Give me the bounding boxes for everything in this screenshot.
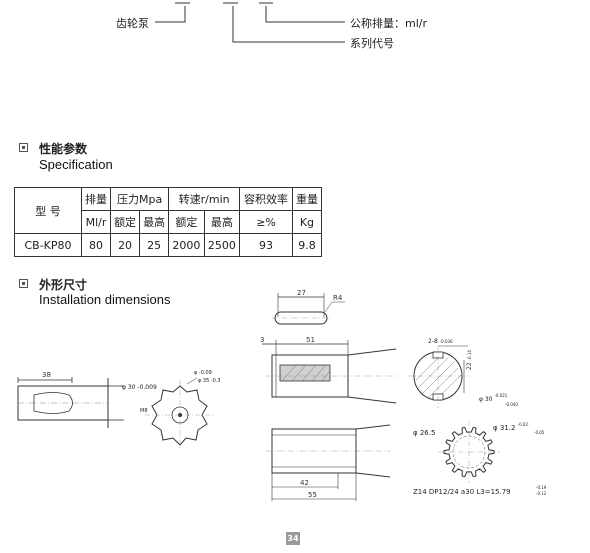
unit-displacement: Ml/r — [80, 210, 112, 234]
table-row: CB-KP80 80 20 25 2000 2500 93 9.8 — [14, 233, 323, 257]
install-section-marker-icon — [19, 279, 28, 288]
keyway-text: 2-8 — [428, 338, 438, 345]
unit-weight: Kg — [291, 210, 323, 234]
dim-3: 3 — [260, 336, 264, 344]
cell-model: CB-KP80 — [14, 233, 82, 257]
star-note-1: φ -0.09 — [194, 370, 212, 376]
spec-title-cn: 性能参数 — [39, 142, 88, 156]
header-speed: 转速r/min — [168, 187, 241, 211]
dim-r4: R4 — [333, 294, 343, 302]
star-note-2: φ 35 -0.3 — [198, 378, 221, 384]
model-code-lines — [155, 2, 345, 43]
cell-pressure-max: 25 — [139, 233, 170, 257]
dim-22-text: 22 — [466, 362, 473, 370]
left-dia-tol: -0.009 — [137, 384, 157, 391]
spec-title-en: Specification — [39, 157, 113, 172]
install-title-cn: 外形尺寸 — [39, 278, 88, 292]
unit-efficiency: ≥% — [239, 210, 293, 234]
sub-pressure-rated: 额定 — [110, 210, 141, 234]
header-efficiency: 容积效率 — [239, 187, 293, 211]
dia-30-text: φ 30 — [479, 396, 493, 403]
dia-30-tol-low: -0.040 — [505, 402, 518, 407]
cell-displacement: 80 — [80, 233, 112, 257]
spline-spec-text: Z14 DP12/24 a30 L3=15.79 — [413, 488, 511, 496]
spline-shaft-drawing: 42 55 — [266, 424, 391, 501]
dim-22-tol: -0.14 — [467, 350, 472, 361]
dia-31-2-tol-low: -0.05 — [534, 430, 545, 435]
left-shaft-drawing: 38 — [17, 371, 124, 428]
key-drawing: 27 R4 — [272, 289, 345, 325]
cell-efficiency: 93 — [239, 233, 293, 257]
dia-30-tol-up: -0.021 — [494, 393, 508, 398]
sub-pressure-max: 最高 — [139, 210, 170, 234]
spline-tol-up: -0.19 — [536, 485, 547, 490]
cell-pressure-rated: 20 — [110, 233, 141, 257]
dia-30-label: φ 30 -0.021 — [479, 393, 508, 403]
dim-38: 38 — [42, 371, 51, 379]
cell-speed-rated: 2000 — [168, 233, 205, 257]
dim-42: 42 — [300, 479, 309, 487]
sub-speed-rated: 额定 — [168, 210, 205, 234]
keyed-shaft-section-drawing — [408, 345, 470, 408]
displacement-label: 公称排量：ml/r — [350, 17, 427, 30]
dim-51: 51 — [306, 336, 315, 344]
left-dia-label: φ 30 -0.009 — [122, 384, 157, 391]
dim-22-label: 22 -0.14 — [466, 350, 473, 370]
spline-tol-low: -0.12 — [536, 491, 547, 496]
header-weight: 重量 — [291, 187, 323, 211]
keyway-tol: -0.036 — [439, 339, 453, 344]
header-pressure: 压力Mpa — [110, 187, 170, 211]
series-label: 系列代号 — [350, 37, 394, 50]
dia-26-5-label: φ 26.5 — [413, 429, 436, 437]
keyway-label: 2-8 -0.036 — [428, 338, 453, 345]
header-displacement: 排量 — [80, 187, 112, 211]
dia-31-2-tol-up: -0.02 — [517, 422, 529, 427]
dim-27: 27 — [297, 289, 306, 297]
dia-31-2-label: φ 31.2 -0.02 — [493, 422, 529, 432]
gear-pump-label: 齿轮泵 — [116, 17, 149, 30]
left-star-gear-drawing — [145, 377, 215, 448]
spec-section-marker-icon — [19, 143, 28, 152]
page-number: 34 — [286, 532, 300, 545]
spline-spec-label: Z14 DP12/24 a30 L3=15.79 — [413, 488, 511, 496]
header-model: 型 号 — [14, 187, 82, 234]
cell-speed-max: 2500 — [203, 233, 241, 257]
keyed-shaft-drawing: 3 51 — [260, 336, 397, 404]
cell-weight: 9.8 — [291, 233, 323, 257]
sub-speed-max: 最高 — [203, 210, 241, 234]
model-code-legend: 齿轮泵 公称排量：ml/r 系列代号 — [0, 0, 590, 60]
install-title-en: Installation dimensions — [39, 292, 171, 307]
dim-55: 55 — [308, 491, 317, 499]
spline-section-drawing — [438, 421, 500, 483]
left-dia-text: φ 30 — [122, 384, 136, 391]
dia-31-2-text: φ 31.2 — [493, 424, 516, 432]
spec-table: 型 号 排量 压力Mpa 转速r/min 容积效率 重量 Ml/r 额定 最高 … — [14, 187, 323, 257]
small-label: M8 — [140, 408, 148, 414]
